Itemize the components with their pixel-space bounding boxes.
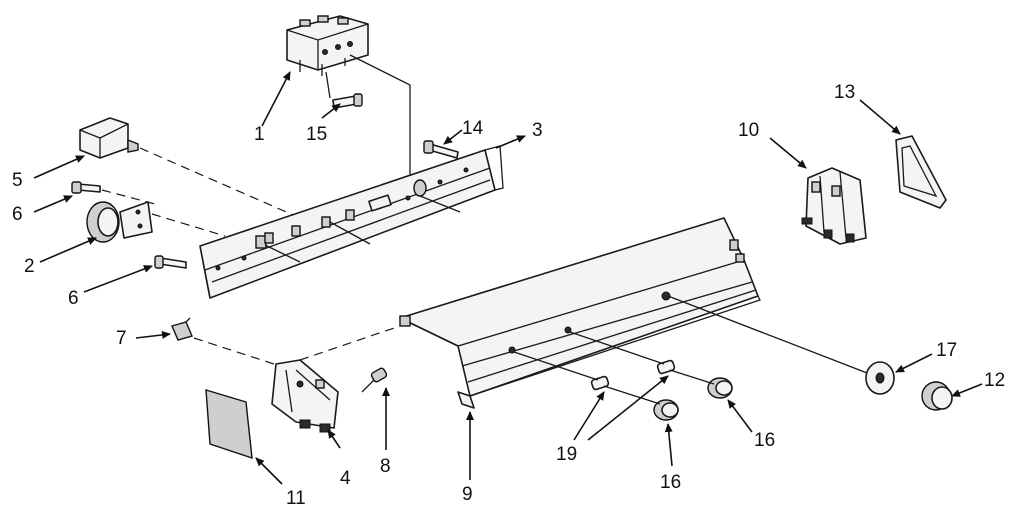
label-16-lower: 16 bbox=[660, 472, 681, 493]
part-7-clip bbox=[171, 317, 281, 367]
part-15-screw bbox=[325, 71, 363, 109]
label-5: 5 bbox=[12, 170, 23, 191]
label-1: 1 bbox=[254, 124, 265, 145]
part-6-screw-upper bbox=[71, 181, 156, 205]
part-1-switch bbox=[286, 15, 411, 175]
part-6-screw-lower bbox=[154, 255, 187, 269]
part-3-panel-bracket bbox=[199, 145, 504, 299]
leader-lines bbox=[33, 71, 983, 485]
label-7: 7 bbox=[116, 328, 127, 349]
part-14-screw bbox=[423, 140, 459, 159]
label-6-upper: 6 bbox=[12, 204, 23, 225]
label-6-lower: 6 bbox=[68, 288, 79, 309]
part-2-knob-assembly bbox=[86, 201, 226, 243]
part-4-side-bracket bbox=[271, 359, 339, 433]
label-4: 4 bbox=[340, 468, 351, 489]
part-8-screw bbox=[361, 367, 388, 393]
part-12-knob bbox=[921, 381, 953, 411]
label-14: 14 bbox=[462, 118, 484, 139]
label-10: 10 bbox=[738, 120, 759, 141]
part-5-switch bbox=[79, 117, 301, 219]
part-9-console-panel bbox=[299, 217, 881, 409]
label-17: 17 bbox=[936, 340, 957, 361]
label-16-right: 16 bbox=[754, 430, 775, 451]
label-3: 3 bbox=[532, 120, 543, 141]
label-19: 19 bbox=[556, 444, 577, 465]
label-9: 9 bbox=[462, 484, 473, 505]
label-11: 11 bbox=[286, 488, 306, 509]
label-8: 8 bbox=[380, 456, 391, 477]
label-13: 13 bbox=[834, 82, 855, 103]
part-labels: 1 15 14 3 5 6 2 6 7 4 11 8 9 19 16 16 10… bbox=[12, 82, 1005, 509]
part-16-knobs bbox=[603, 369, 733, 421]
part-19-grommets bbox=[513, 331, 676, 391]
part-10-bracket bbox=[801, 167, 867, 245]
label-12: 12 bbox=[984, 370, 1005, 391]
part-17-washer bbox=[865, 361, 895, 395]
part-13-end-cap bbox=[895, 135, 947, 209]
label-15: 15 bbox=[306, 124, 327, 145]
label-2: 2 bbox=[24, 256, 35, 277]
part-11-end-cap bbox=[205, 389, 253, 460]
